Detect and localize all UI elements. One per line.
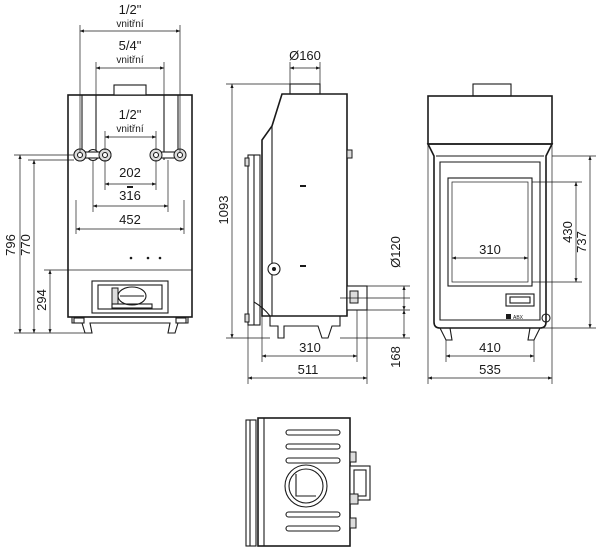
- right-pipe-fittings-icon: [149, 148, 187, 162]
- door-glass: [447, 177, 533, 287]
- front-top-connection-size: 1/2": [119, 2, 142, 17]
- side-flue-diameter: Ø160: [289, 48, 321, 63]
- door-width-410: 410: [479, 340, 501, 355]
- front-air-inlet: [91, 280, 169, 314]
- front-width-452: 452: [119, 212, 141, 227]
- side-air-inlet-diameter: Ø120: [388, 236, 403, 268]
- side-depth-511: 511: [298, 362, 319, 377]
- door-brand-label: ABX: [513, 315, 524, 321]
- front-spacing-202: 202: [119, 165, 141, 180]
- door-view: ABX 310 430 737 410 535: [426, 83, 596, 384]
- left-pipe-fittings-icon: [73, 148, 112, 162]
- top-flue-circle: [284, 464, 328, 508]
- front-height-770: 770: [18, 234, 33, 256]
- top-view: [245, 417, 371, 547]
- door-glass-height: 430: [560, 221, 575, 243]
- front-height-294: 294: [34, 289, 49, 311]
- front-view: 1/2" vnitřní 5/4" vnitřní 1/2" vnitřní 2…: [3, 2, 193, 334]
- side-height-1093: 1093: [216, 196, 231, 225]
- front-mid-connection-note: vnitřní: [116, 55, 143, 66]
- side-body-outline: [261, 93, 348, 317]
- side-depth-310: 310: [299, 340, 321, 355]
- front-top-connection-note: vnitřní: [116, 19, 143, 30]
- side-view: Ø160 1093 Ø120 168 310 511: [216, 48, 410, 384]
- side-height-168: 168: [388, 346, 403, 368]
- front-inner-connection-note: vnitřní: [116, 124, 143, 135]
- door-glass-width: 310: [479, 242, 501, 257]
- door-height-737: 737: [574, 231, 589, 253]
- front-spacing-316: 316: [119, 188, 141, 203]
- front-inner-connection-size: 1/2": [119, 107, 142, 122]
- door-width-535: 535: [479, 362, 501, 377]
- front-height-796: 796: [3, 234, 18, 256]
- front-mid-connection-size: 5/4": [119, 38, 142, 53]
